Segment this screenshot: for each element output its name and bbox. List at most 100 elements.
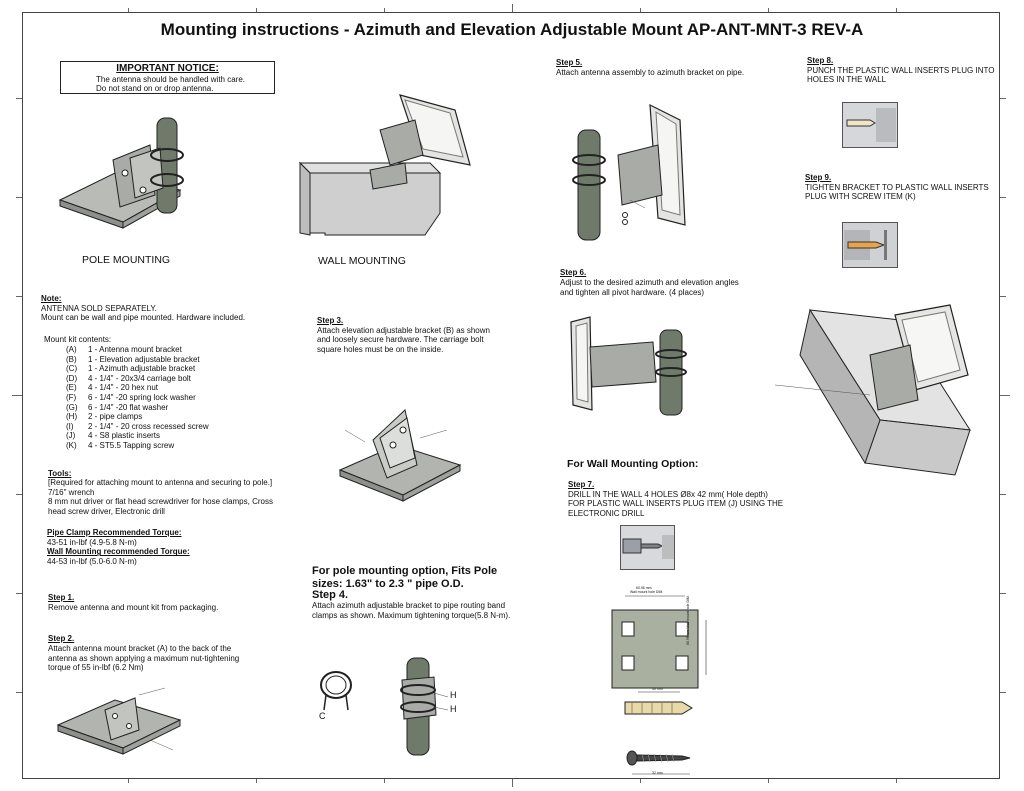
kit-item-key: (H) (66, 412, 78, 422)
kit-item-desc: 4 - S8 plastic inserts (88, 431, 161, 441)
wall-mounting-caption: WALL MOUNTING (318, 255, 406, 267)
dimension-label: 40 mm (652, 687, 663, 691)
frame-tick (16, 494, 22, 495)
frame-tick (16, 692, 22, 693)
notice-line: Do not stand on or drop antenna. (96, 84, 214, 93)
step1-text: Remove antenna and mount kit from packag… (48, 603, 219, 612)
drill-illustration (620, 525, 675, 570)
dimension-label: Wall mount hole DIM. (630, 590, 664, 594)
step4-heading: Step 4. (312, 589, 349, 601)
dimension-label: 32 mm (652, 771, 663, 775)
tools-line: head screw driver, Electronic drill (48, 506, 165, 516)
step4-line: clamps as shown. Maximum tightening torq… (312, 610, 511, 620)
tools-line: 7/16" wrench (48, 487, 95, 497)
frame-tick (512, 4, 513, 12)
frame-tick (768, 779, 769, 783)
kit-item-desc: 4 - ST5.5 Tapping screw (88, 441, 175, 450)
step9-line: TIGHTEN BRACKET TO PLASTIC WALL INSERTS (805, 182, 989, 192)
frame-tick (1000, 296, 1006, 297)
dimension-label: 60.96 mm (636, 586, 652, 590)
pipe-torque-value: 43-51 in-lbf (4.9-5.8 N-m) (47, 537, 137, 547)
kit-item-key: (C) (66, 364, 78, 374)
frame-tick (256, 8, 257, 12)
dimension-label: 60.96 mm Wall mount hole DIM. (686, 595, 690, 645)
step3-heading: Step 3. (317, 316, 344, 325)
step9-line: PLUG WITH SCREW ITEM (K) (805, 192, 916, 202)
frame-tick (384, 779, 385, 783)
kit-item-key: (F) (66, 393, 77, 402)
notice-heading: IMPORTANT NOTICE: (116, 63, 219, 74)
pole-option-line: For pole mounting option, Fits Pole (312, 565, 498, 577)
frame-tick (16, 593, 22, 594)
kit-item-key: (E) (66, 383, 77, 393)
frame-tick (16, 98, 22, 99)
page-title: Mounting instructions - Azimuth and Elev… (160, 20, 864, 39)
clamp-label-c: C (319, 711, 326, 721)
frame-tick (640, 8, 641, 12)
step8-line: PUNCH THE PLASTIC WALL INSERTS PLUG INTO (807, 65, 995, 75)
frame-tick (16, 197, 22, 198)
frame-tick (896, 779, 897, 783)
step7-line: ELECTRONIC DRILL (568, 508, 645, 518)
kit-item-desc: 2 - pipe clamps (88, 412, 143, 422)
kit-item-desc: 4 - 1/4" - 20 hex nut (88, 383, 158, 393)
kit-item-desc: 6 - 1/4" -20 spring lock washer (88, 393, 196, 402)
clamp-label-h: H (450, 704, 457, 714)
frame-tick (1000, 197, 1006, 198)
step6-line: and tighten all pivot hardware. (4 place… (560, 287, 705, 297)
frame-tick (1000, 98, 1006, 99)
frame-tick (1000, 395, 1010, 396)
wall-bracket-dimension-drawing (611, 595, 707, 689)
plug-and-screw-illustration (624, 691, 693, 775)
step2-line: antenna as shown applying a maximum nut-… (48, 653, 240, 663)
step1-heading: Step 1. (48, 593, 75, 602)
pole-option-line: sizes: 1.63" to 2.3 " pipe O.D. (312, 578, 464, 590)
notice-line: The antenna should be handled with care. (96, 75, 245, 84)
step7-line: FOR PLASTIC WALL INSERTS PLUG ITEM (J) U… (568, 499, 784, 509)
tools-line: 8 mm nut driver or flat head screwdriver… (48, 497, 273, 507)
step3-line: and loosely secure hardware. The carriag… (317, 335, 484, 345)
frame-tick (896, 8, 897, 12)
note-heading: Note: (41, 294, 62, 303)
step5-illustration (572, 103, 686, 241)
frame-tick (128, 8, 129, 12)
pole-mounting-caption: POLE MOUNTING (82, 254, 171, 266)
kit-heading: Mount kit contents: (44, 335, 112, 344)
step3-illustration (338, 409, 462, 502)
step9-screw-illustration (842, 222, 898, 268)
note-line: ANTENNA SOLD SEPARATELY. (41, 304, 157, 313)
step2-heading: Step 2. (48, 634, 75, 643)
frame-tick (768, 8, 769, 12)
wall-torque-value: 44-53 in-lbf (5.0-6.0 N-m) (47, 556, 137, 566)
frame-tick (256, 779, 257, 783)
step6-line: Adjust to the desired azimuth and elevat… (560, 278, 739, 287)
step8-line: HOLES IN THE WALL (807, 75, 887, 85)
step6-heading: Step 6. (560, 268, 587, 277)
frame-tick (128, 779, 129, 783)
kit-item-desc: 2 - 1/4" - 20 cross recessed screw (88, 421, 209, 431)
wall-mount-complete-illustration (774, 304, 971, 476)
step3-line: square holes must be on the inside. (317, 344, 444, 354)
kit-item-key: (G) (66, 402, 78, 412)
kit-item-key: (B) (66, 354, 77, 364)
frame-tick (1000, 494, 1006, 495)
kit-item-key: (J) (66, 431, 76, 441)
step6-illustration (570, 316, 687, 416)
step5-heading: Step 5. (556, 58, 583, 67)
step5-text: Attach antenna assembly to azimuth brack… (556, 68, 745, 77)
clamp-label-h: H (450, 690, 457, 700)
step3-line: Attach elevation adjustable bracket (B) … (317, 325, 490, 335)
step4-line: Attach azimuth adjustable bracket to pip… (312, 601, 506, 610)
tools-heading: Tools: (48, 469, 72, 478)
wall-mounting-illustration (298, 94, 471, 236)
kit-item-desc: 1 - Elevation adjustable bracket (88, 354, 200, 364)
pipe-torque-heading: Pipe Clamp Recommended Torque: (47, 528, 182, 537)
frame-tick (16, 296, 22, 297)
wall-torque-heading: Wall Mounting recommended Torque: (47, 547, 190, 557)
note-line: Mount can be wall and pipe mounted. Hard… (41, 313, 246, 322)
step8-heading: Step 8. (807, 56, 834, 65)
step9-heading: Step 9. (805, 173, 832, 182)
kit-item-key: (K) (66, 441, 77, 450)
step2-illustration (56, 687, 182, 755)
step7-heading: Step 7. (568, 480, 595, 489)
